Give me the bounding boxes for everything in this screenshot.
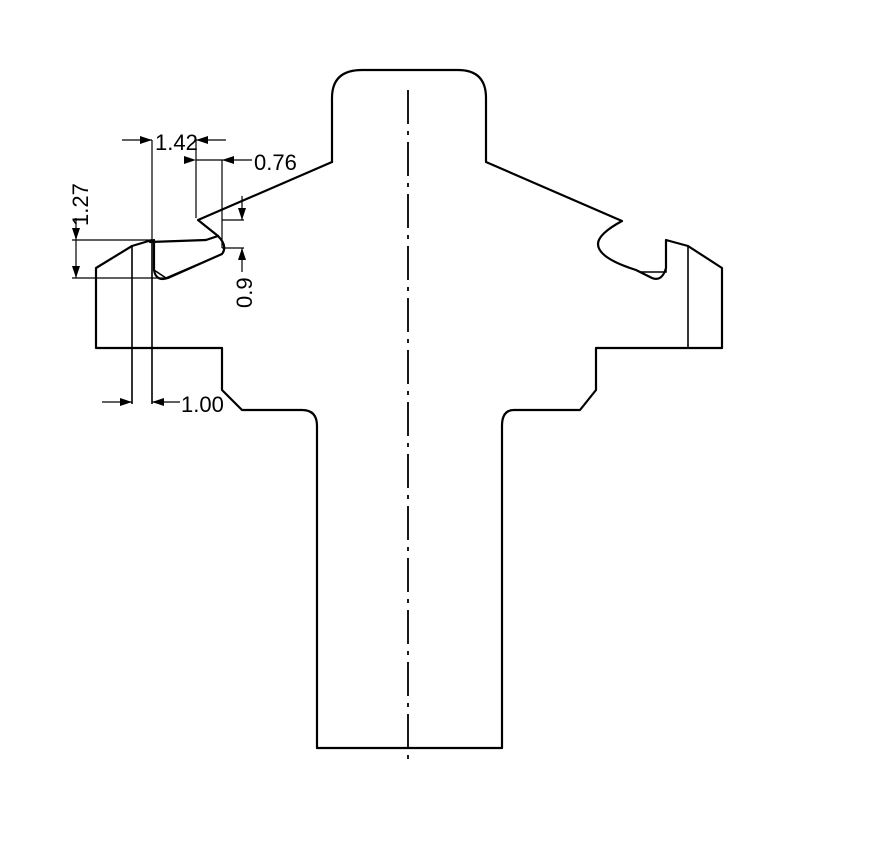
left-groove-edge (196, 160, 334, 238)
dimension-0-76: 0.76 (184, 150, 297, 248)
dimension-text-1-00: 1.00 (181, 392, 224, 417)
right-groove-inner-line (640, 240, 667, 273)
dimension-1-42: 1.42 (122, 130, 226, 240)
part-outline (94, 68, 724, 750)
dimension-text-1-42: 1.42 (155, 130, 198, 155)
dimension-0-9: 0.9 (222, 196, 257, 308)
dimension-1-00: 1.00 (102, 392, 224, 417)
dimension-1-27: 1.27 (68, 183, 166, 279)
left-groove-inner-line (153, 253, 223, 279)
dimension-text-0-76: 0.76 (254, 150, 297, 175)
dimension-text-0-9: 0.9 (232, 277, 257, 308)
dimension-text-1-27: 1.27 (68, 183, 93, 226)
